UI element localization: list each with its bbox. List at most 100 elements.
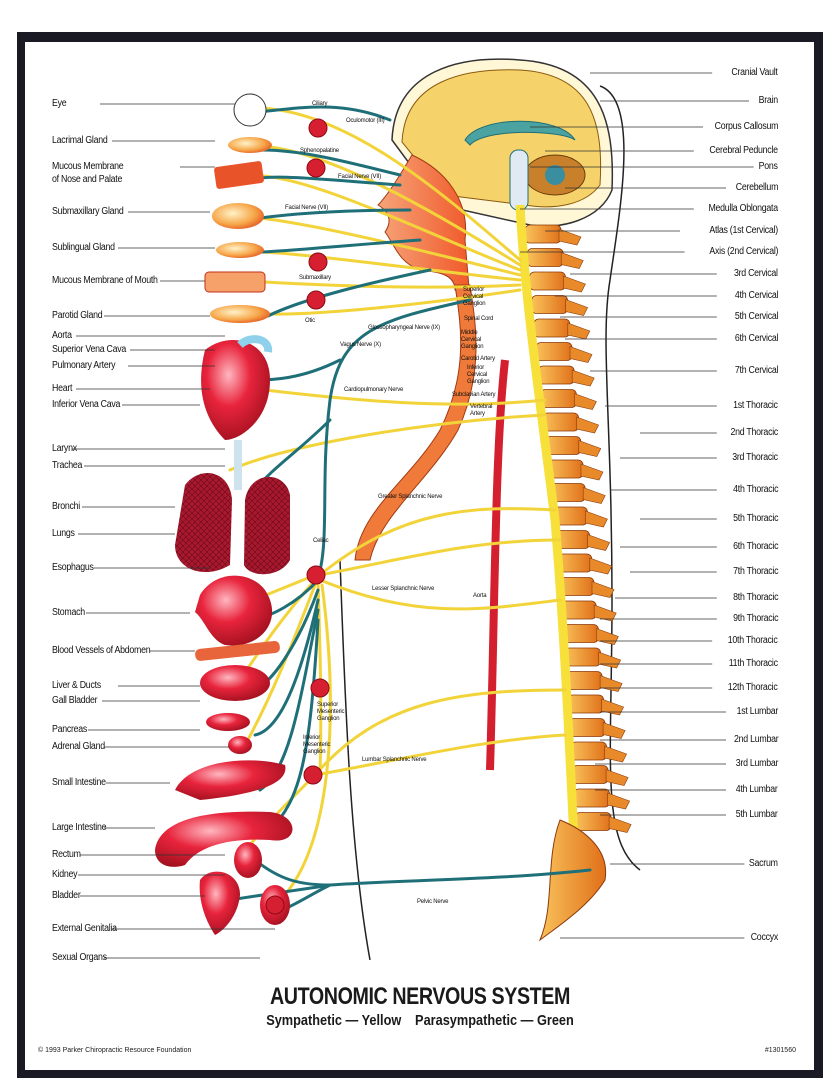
ganglion [308,118,328,138]
organ-label: Large Intestine [52,822,107,833]
color-legend: Sympathetic — Yellow Parasympathetic — G… [63,1012,777,1029]
legend-parasympathetic: Parasympathetic — Green [415,1012,574,1029]
label-glossopharyngeal: Glossopharyngeal Nerve (IX) [368,325,440,331]
label-pelvic-nerve: Pelvic Nerve [417,899,449,905]
legend-sympathetic: Sympathetic — Yellow [266,1012,402,1029]
label-facial-nerve-1: Facial Nerve (VII) [338,174,382,180]
sacrum [538,819,607,942]
organ-label: Aorta [52,330,72,341]
spine-label: 8th Thoracic [732,592,778,603]
lung-right [244,476,290,575]
spinous-process [578,440,602,457]
organ-label: Inferior Vena Cava [52,399,121,410]
abdominal-vessels [195,641,280,661]
organ-label: Larynx [52,443,77,454]
organ-label: of Nose and Palate [52,174,123,185]
spine-label: Medulla Oblongata [708,203,779,214]
ganglion [306,158,326,178]
spine-label: 7th Thoracic [732,566,778,577]
vertebra [570,741,607,761]
nerve-path [256,106,522,262]
vertebra [573,788,610,808]
nerve-path [260,148,402,177]
vertebra [540,389,577,408]
label-lumbar-splanchnic: Lumbar Splanchnic Nerve [362,757,427,763]
ganglion [306,565,326,585]
label-facial-nerve-2: Facial Nerve (VII) [285,205,329,211]
spinous-process [591,581,615,598]
spine-label: Cranial Vault [731,67,779,78]
spine-label: 7th Cervical [734,365,779,376]
organ-label: Submaxillary Gland [52,206,124,217]
kidney-organ [234,842,262,878]
mouth-membrane [204,271,266,293]
organ-label: Parotid Gland [52,310,103,321]
spine-label: 6th Thoracic [732,541,778,552]
label-celiac: Celiac [313,538,329,544]
bladder-organ [199,871,240,935]
spine-label: 4th Cervical [734,290,779,301]
spine-label: 11th Thoracic [728,658,778,669]
nerve-path [258,216,522,277]
spinous-process [601,698,625,716]
spinous-process [596,628,619,645]
spinous-process [608,816,632,833]
body-outline [599,85,641,871]
organ-label: Bladder [52,890,81,901]
spine-label: Atlas (1st Cervical) [709,225,778,236]
vertebra [542,412,579,432]
lacrimal-gland [228,137,272,153]
spinous-process [587,534,611,551]
organ-label: Liver & Ducts [52,680,101,691]
spine-label: 4th Lumbar [736,784,778,795]
label-superior-cervical-ganglion: Superior Cervical Ganglion [463,287,486,307]
spine-label: 4th Thoracic [732,484,778,495]
spinous-process [604,745,628,763]
organ-label: Trachea [52,460,83,471]
organ-label: Bronchi [52,501,80,512]
spinous-process [598,651,622,669]
organ-label: Mucous Membrane of Mouth [52,275,158,286]
organ-label: Small Intestine [52,777,106,788]
organ-label: Stomach [52,607,85,618]
spinal-cord [515,204,580,861]
label-aorta-inner: Aorta [473,593,487,599]
spine-label: 6th Cervical [734,333,779,344]
nerve-path [260,250,522,282]
nerve-path [263,280,522,289]
vertebra [568,718,606,737]
nerve-path [316,578,323,777]
label-otic: Otic [305,318,315,324]
sublingual-gland [216,242,264,258]
submaxillary-gland [212,203,264,229]
label-subclavian-artery: Subclavian Artery [452,392,496,398]
ganglion [308,252,328,272]
back-outline [339,559,371,961]
brainstem [509,149,529,211]
nerve-path [316,298,472,580]
spinous-process [569,346,593,363]
label-oculomotor: Oculomotor (III) [346,118,385,124]
nerve-path [266,268,432,318]
organ-label: Mucous Membrane [52,161,124,172]
organ-label: Sublingual Gland [52,242,115,253]
label-inferior-mesenteric-ganglion: Inferior Mesenteric Ganglion [303,735,331,755]
vertebra [529,271,566,291]
spine-label: 1st Thoracic [733,400,778,411]
label-vagus: Vagus Nerve (X) [340,342,381,348]
stomach-organ [195,575,273,646]
spinous-process [574,393,597,410]
spine-label: Coccyx [750,932,779,943]
vertebra [567,694,604,714]
label-carotid-artery: Carotid Artery [461,356,495,362]
spine-label: Brain [758,95,778,106]
spinous-process [605,769,629,786]
lung-left [175,473,232,573]
spinous-process [602,722,626,739]
spinous-process [599,675,623,692]
copyright-notice: © 1993 Parker Chiropractic Resource Foun… [38,1047,192,1054]
vertebra [531,295,568,314]
spine-label: Sacrum [749,858,778,869]
vertebra [535,342,573,361]
ganglion [265,895,285,915]
